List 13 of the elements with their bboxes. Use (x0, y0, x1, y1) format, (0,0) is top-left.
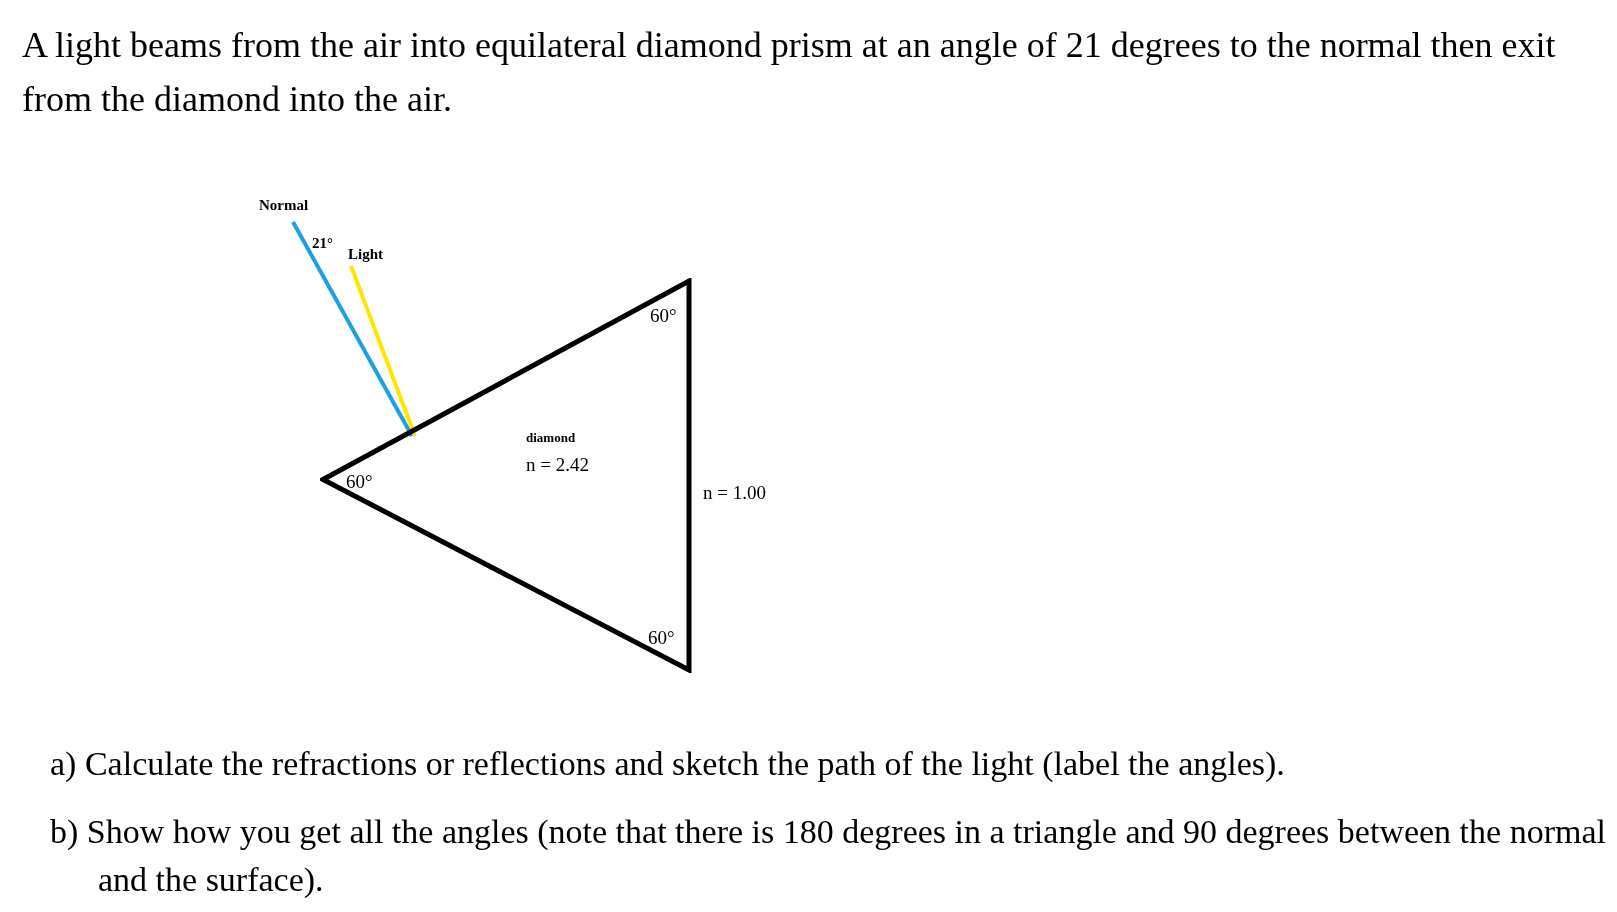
angle-label: 60° (346, 471, 373, 493)
angle-label: 60° (648, 627, 675, 649)
problem-statement: A light beams from the air into equilateral diamond prism at an angle of 21 degrees to the normal then exit from the diamond into the air. (22, 24, 1557, 121)
angle-label: 60° (650, 305, 677, 327)
refractive-index: n = 1.00 (703, 482, 766, 504)
line-label: Light (348, 246, 383, 263)
angle-label: 21° (312, 235, 333, 252)
question-text: b) Show how you get all the angles (note that there is 180 degrees in a triangle and 90 degrees between the normal and the surface). (50, 812, 1607, 900)
prism-triangle (320, 278, 692, 673)
question-text: a) Calculate the refractions or reflections and sketch the path of the light (label the angles). (50, 744, 1286, 784)
refractive-index: n = 2.42 (526, 454, 589, 476)
material-label: diamond (526, 430, 576, 446)
line-label: Normal (259, 197, 309, 214)
